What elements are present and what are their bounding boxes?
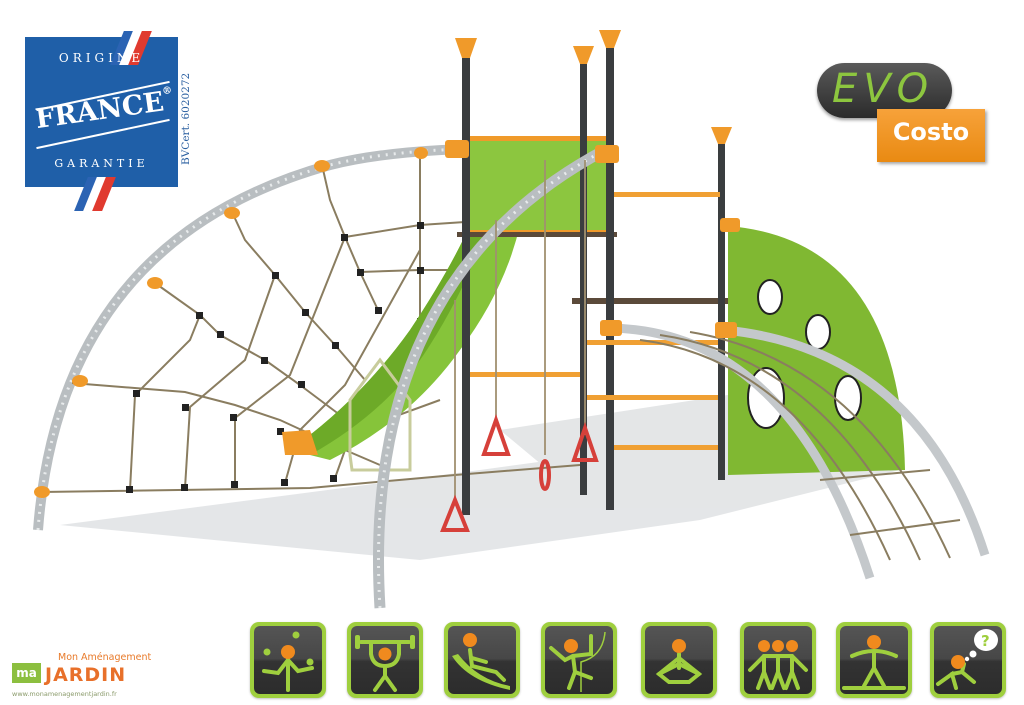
garantie-text: GARANTIE (54, 157, 149, 170)
climbing-icon (541, 622, 617, 698)
retailer-logo-line1: Mon Aménagement (58, 652, 152, 663)
swing-frame (348, 357, 412, 472)
evo-brand-text: EVO (832, 66, 935, 112)
origine-text: ORIGINE (58, 51, 145, 65)
platform (572, 298, 732, 304)
right-arch-1 (607, 323, 875, 580)
juggling-icon (250, 622, 326, 698)
svg-text:?: ? (981, 632, 990, 650)
origine-france-garantie-logo: ORIGINE FRANCE® GARANTIE (25, 31, 178, 211)
ring-ropes (454, 160, 586, 505)
weightlifting-icon (347, 622, 423, 698)
posts (462, 45, 725, 515)
right-arch-2 (724, 325, 990, 557)
center-arch (373, 145, 608, 609)
balance-beam-icon (836, 622, 912, 698)
playground-structure-illustration (33, 30, 990, 609)
model-name-box (877, 109, 985, 162)
arch-clamps (34, 147, 428, 498)
group-icon (740, 622, 816, 698)
model-name-text: Costo (892, 118, 970, 146)
retailer-url: www.monamenagementjardin.fr (12, 690, 117, 698)
gym-rings (440, 413, 599, 532)
meditation-icon (641, 622, 717, 698)
slide-icon (444, 622, 520, 698)
arch-ropes (639, 331, 961, 561)
platform (457, 232, 617, 237)
evo-brand-badge (817, 63, 952, 118)
arch-brackets (445, 140, 740, 338)
retailer-logo-line2: JARDIN (45, 664, 127, 686)
slide-end (282, 430, 318, 455)
retailer-logo-mark: ma (12, 663, 41, 683)
post-caps (455, 30, 732, 144)
thinking-icon: ? (930, 622, 1006, 698)
net-knots (126, 222, 424, 493)
